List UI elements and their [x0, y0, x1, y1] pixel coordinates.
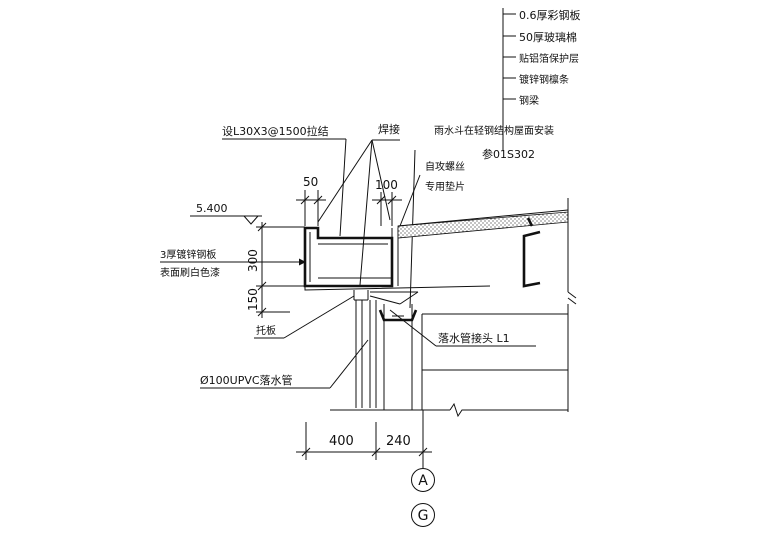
downpipe-label: Ø100UPVC落水管 [200, 373, 293, 387]
plate-label: 3厚镀锌钢板 [160, 248, 216, 261]
layer-label: 镀锌钢檩条 [519, 73, 569, 86]
gutter-outlet [353, 290, 419, 410]
axis-bubble-a [411, 468, 435, 492]
tie-rod-label: 设L30X3@1500拉结 [222, 124, 329, 138]
axis-label-a: A [418, 473, 428, 489]
top-dimension [296, 190, 402, 226]
steel-gutter [303, 226, 491, 291]
downpipe-pipe [355, 300, 377, 408]
dimension-300: 300 [246, 249, 260, 272]
layer-label: 贴铝箔保护层 [519, 52, 579, 65]
elevation-marker [243, 215, 259, 225]
weld-leader [317, 139, 373, 223]
dimension-100: 100 [375, 178, 398, 192]
purlin-clip [526, 217, 534, 227]
tie-rod-leader [339, 138, 347, 237]
reference-label: 参01S302 [482, 147, 535, 161]
layer-label: 钢梁 [519, 94, 539, 107]
weld-label: 焊接 [378, 122, 400, 136]
axis-bubble-g [411, 503, 435, 527]
roof-panel-line [397, 209, 569, 227]
screw-leader [399, 174, 421, 227]
washer-label: 专用垫片 [425, 180, 465, 193]
layer-label: 50厚玻璃棉 [519, 30, 577, 44]
roof-insulation [397, 211, 569, 239]
layer-label: 0.6厚彩钢板 [519, 8, 581, 22]
elevation-label: 5.400 [196, 202, 228, 215]
bottom-dimension [296, 410, 432, 460]
weld-leader [359, 139, 373, 286]
purlin-c-section [522, 230, 541, 288]
dimension-400: 400 [329, 434, 354, 449]
dimension-50: 50 [303, 175, 318, 189]
support-plate-leader [283, 295, 355, 339]
screw-label: 自攻螺丝 [425, 160, 465, 173]
weld-leader [371, 139, 391, 221]
dimension-150: 150 [246, 288, 260, 311]
left-dimension [256, 222, 305, 318]
layer-leader [502, 8, 516, 150]
downpipe-joint-label: 落水管接头 L1 [438, 331, 510, 345]
axis-label-g: G [418, 508, 429, 524]
right-wall [330, 198, 577, 418]
plate-label: 表面刷白色漆 [160, 266, 220, 279]
gutter-install-label: 雨水斗在轻钢结构屋面安装 [434, 124, 554, 137]
support-plate-label: 托板 [256, 324, 276, 337]
dimension-240: 240 [386, 434, 411, 449]
